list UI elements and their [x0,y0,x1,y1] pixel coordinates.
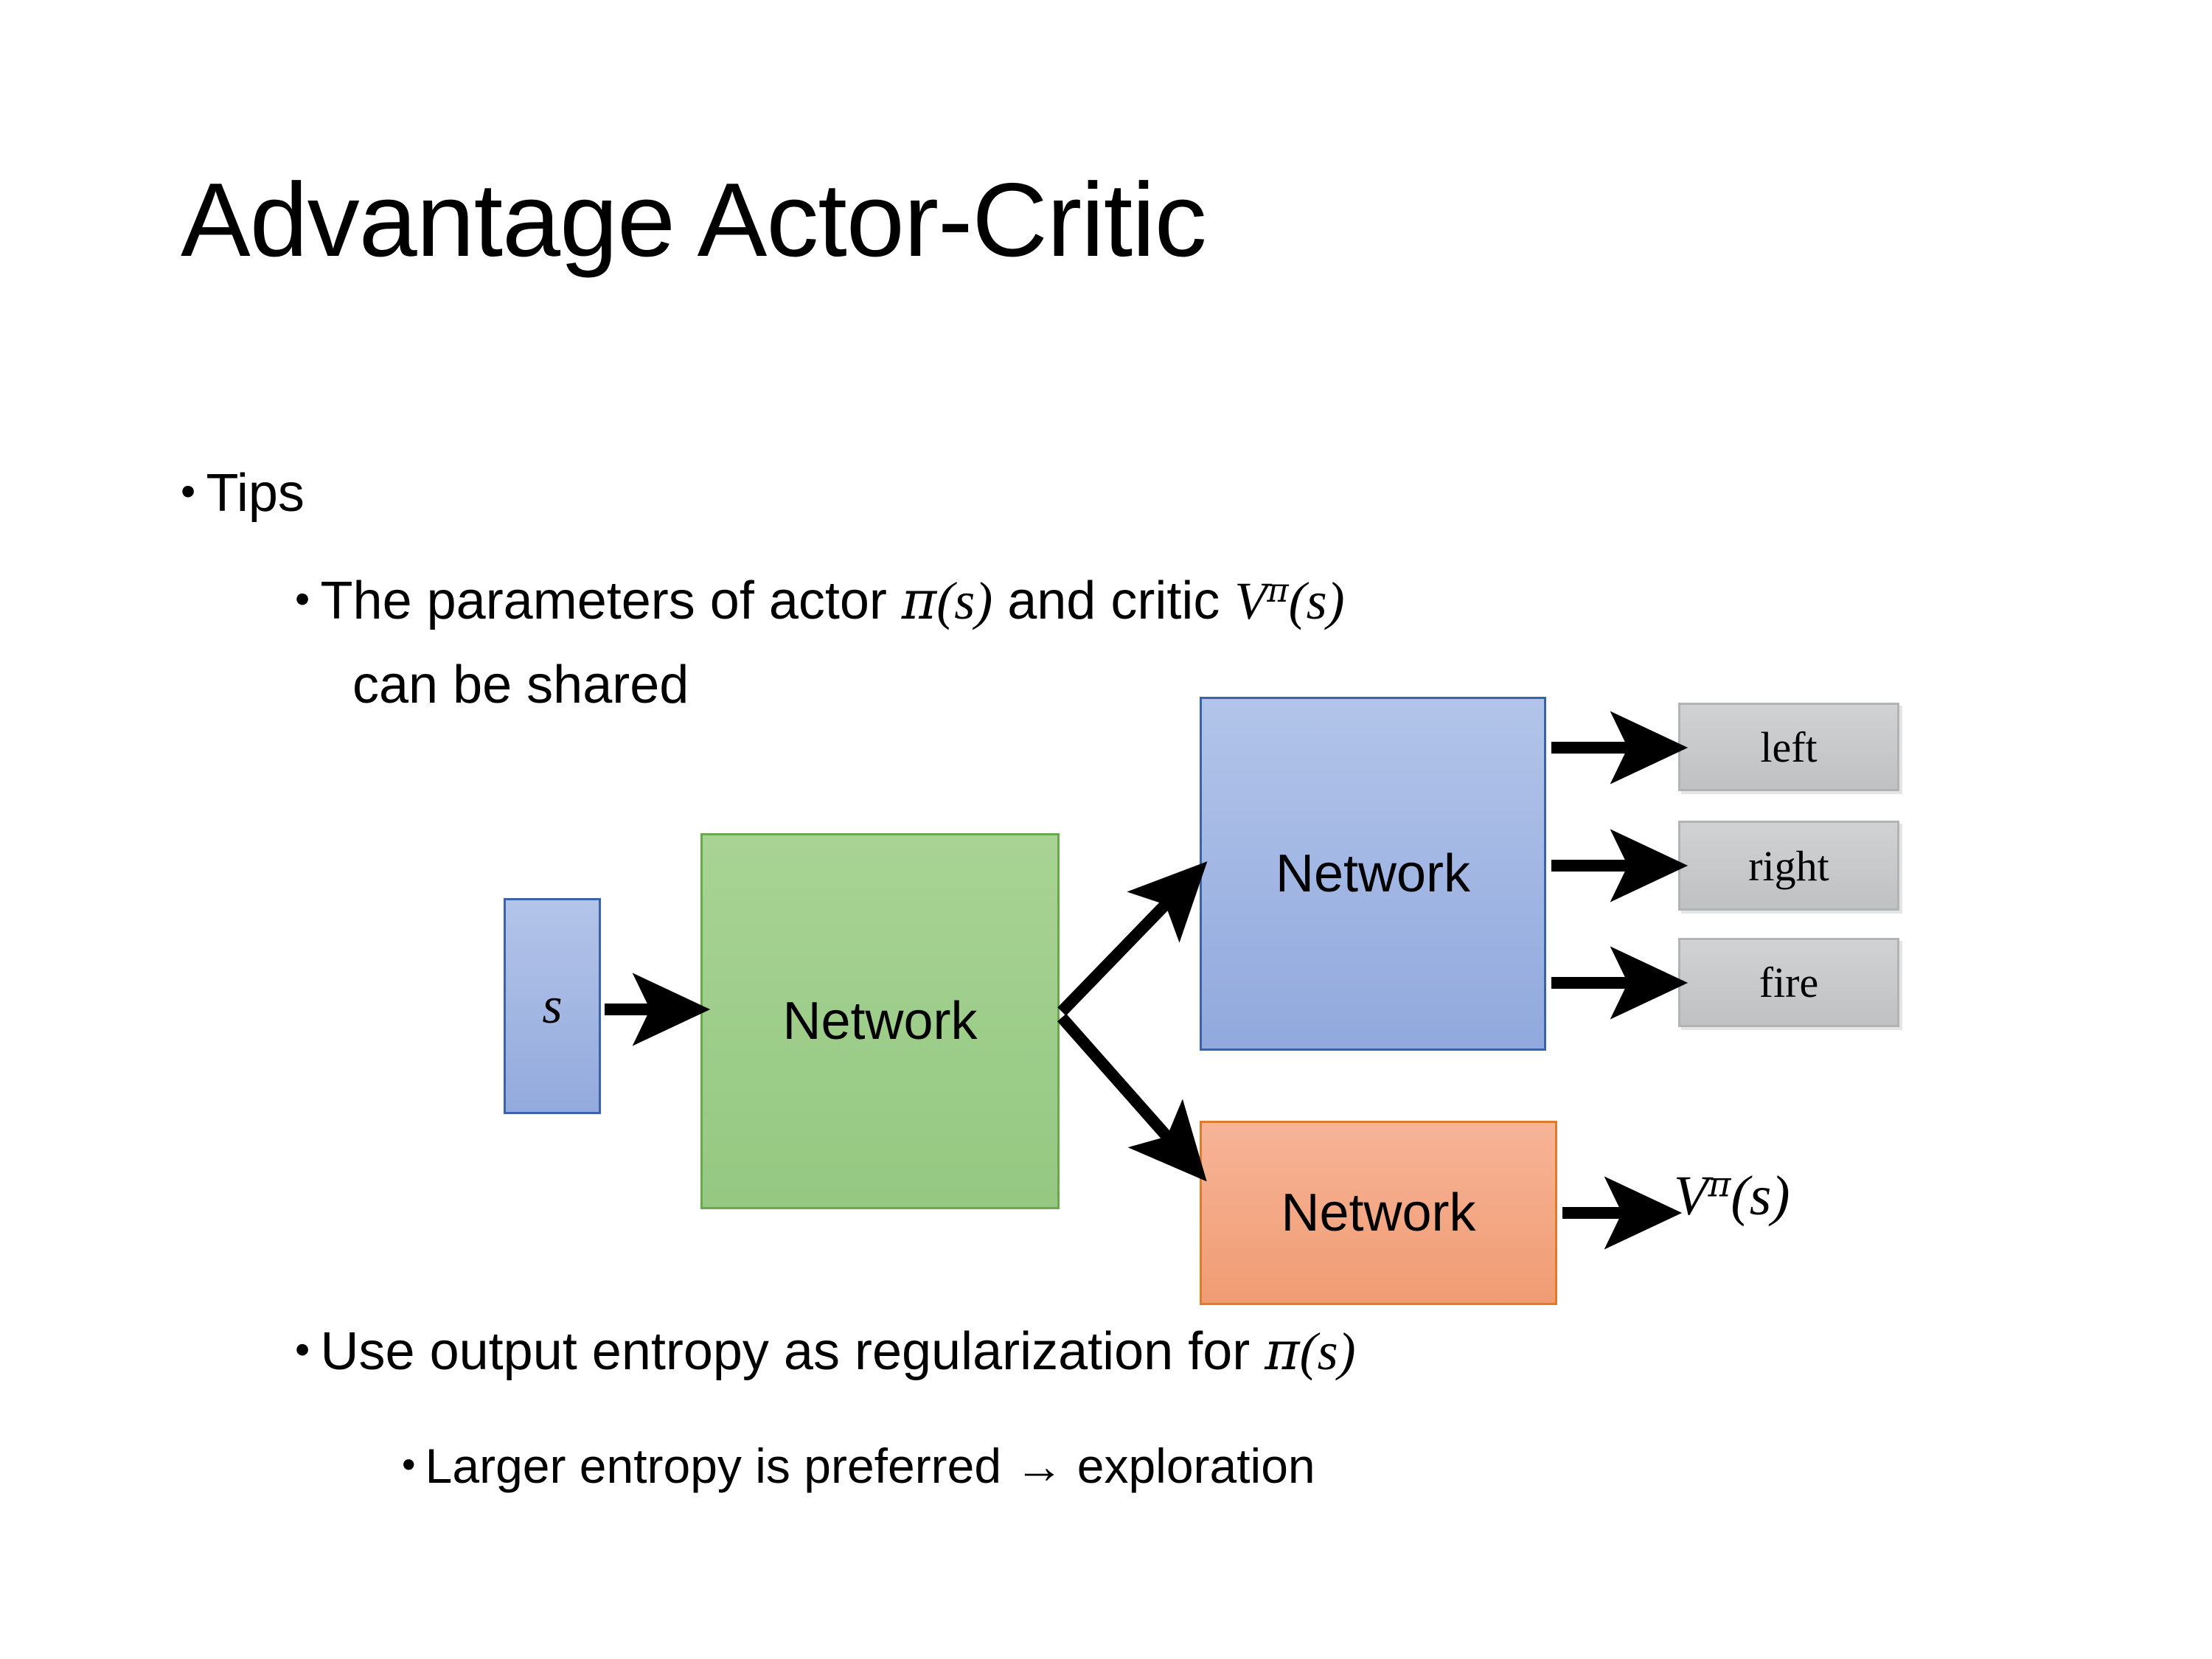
math-pi-symbol: π [1265,1320,1300,1382]
math-v-arg: (s) [1731,1165,1790,1227]
action-output-left: left [1678,703,1899,791]
bullet-exploration: •Larger entropy is preferred → explorati… [402,1438,1315,1494]
exploration-label: Larger entropy is preferred → exploratio… [425,1439,1315,1493]
actor-network-box: Network [1200,697,1546,1051]
page-title: Advantage Actor-Critic [181,161,1207,279]
action-output-right-label: right [1748,841,1829,890]
bullet-entropy-regularization: •Use output entropy as regularization fo… [295,1320,1356,1382]
action-output-fire-label: fire [1759,959,1819,1006]
bullet-marker: • [181,467,196,515]
shared-params-middle: and critic [992,571,1235,630]
action-output-left-label: left [1760,723,1818,771]
critic-network-label: Network [1281,1183,1476,1242]
bullet-marker: • [295,575,310,623]
actor-network-label: Network [1275,844,1471,903]
arrow-shared-to-actor [1057,861,1208,1016]
bullet-shared-params-line2: can be shared [352,655,689,715]
bullet-marker: • [295,1326,310,1374]
shared-params-prefix: The parameters of actor [320,571,902,630]
action-output-fire: fire [1678,938,1899,1027]
entropy-prefix: Use output entropy as regularization for [320,1322,1265,1381]
critic-network-box: Network [1200,1121,1557,1305]
arrow-shared-to-critic [1057,1013,1207,1182]
math-v-superscript: π [1267,571,1289,610]
math-v-superscript: π [1708,1164,1731,1206]
input-state-label: s [542,977,563,1034]
bullet-tips-label: Tips [206,464,305,523]
bullet-marker: • [402,1443,416,1487]
shared-network-label: Network [782,992,978,1051]
math-v-arg: (s) [1288,571,1345,630]
bullet-tips: •Tips [181,463,305,524]
math-v-symbol: V [1234,571,1267,630]
action-output-right: right [1678,821,1899,911]
input-state-box: s [504,898,601,1114]
shared-network-box: Network [700,833,1060,1209]
math-pi-arg: (s) [1299,1322,1356,1381]
math-pi-symbol: π [901,569,937,631]
critic-value-output-label: Vπ(s) [1674,1164,1790,1228]
math-pi-arg: (s) [936,571,993,630]
shared-params-line2-label: can be shared [352,655,689,714]
bullet-shared-params-line1: •The parameters of actor π(s) and critic… [295,569,1345,632]
math-v-symbol: V [1674,1165,1708,1227]
